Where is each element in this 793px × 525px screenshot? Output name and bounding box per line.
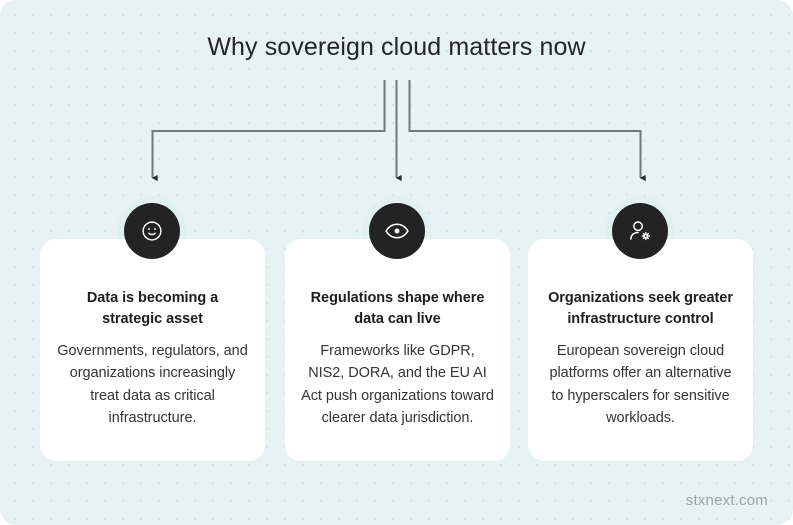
info-card: Organizations seek greater infrastructur…	[528, 239, 753, 461]
card-heading: Data is becoming a strategic asset	[86, 290, 219, 328]
smiley-face-icon	[139, 218, 165, 244]
card-body: European sovereign cloud platforms offer…	[549, 342, 732, 427]
connector-right	[408, 80, 646, 182]
eye-icon	[383, 217, 411, 245]
card-body: Frameworks like GDPR, NIS2, DORA, and th…	[301, 342, 494, 427]
card-icon-badge	[124, 203, 180, 259]
info-card: Data is becoming a strategic asset Gover…	[40, 239, 265, 461]
user-settings-icon	[627, 218, 653, 244]
card-heading: Organizations seek greater infrastructur…	[548, 290, 733, 328]
card-body: Governments, regulators, and organizatio…	[57, 342, 248, 427]
connector-left	[151, 80, 386, 182]
card-icon-badge	[369, 203, 425, 259]
watermark: stxnext.com	[685, 492, 768, 509]
page-title: Why sovereign cloud matters now	[207, 33, 586, 61]
card-heading: Regulations shape where data can live	[310, 290, 485, 328]
info-card: Regulations shape where data can live Fr…	[285, 239, 510, 461]
card-icon-badge	[612, 203, 668, 259]
